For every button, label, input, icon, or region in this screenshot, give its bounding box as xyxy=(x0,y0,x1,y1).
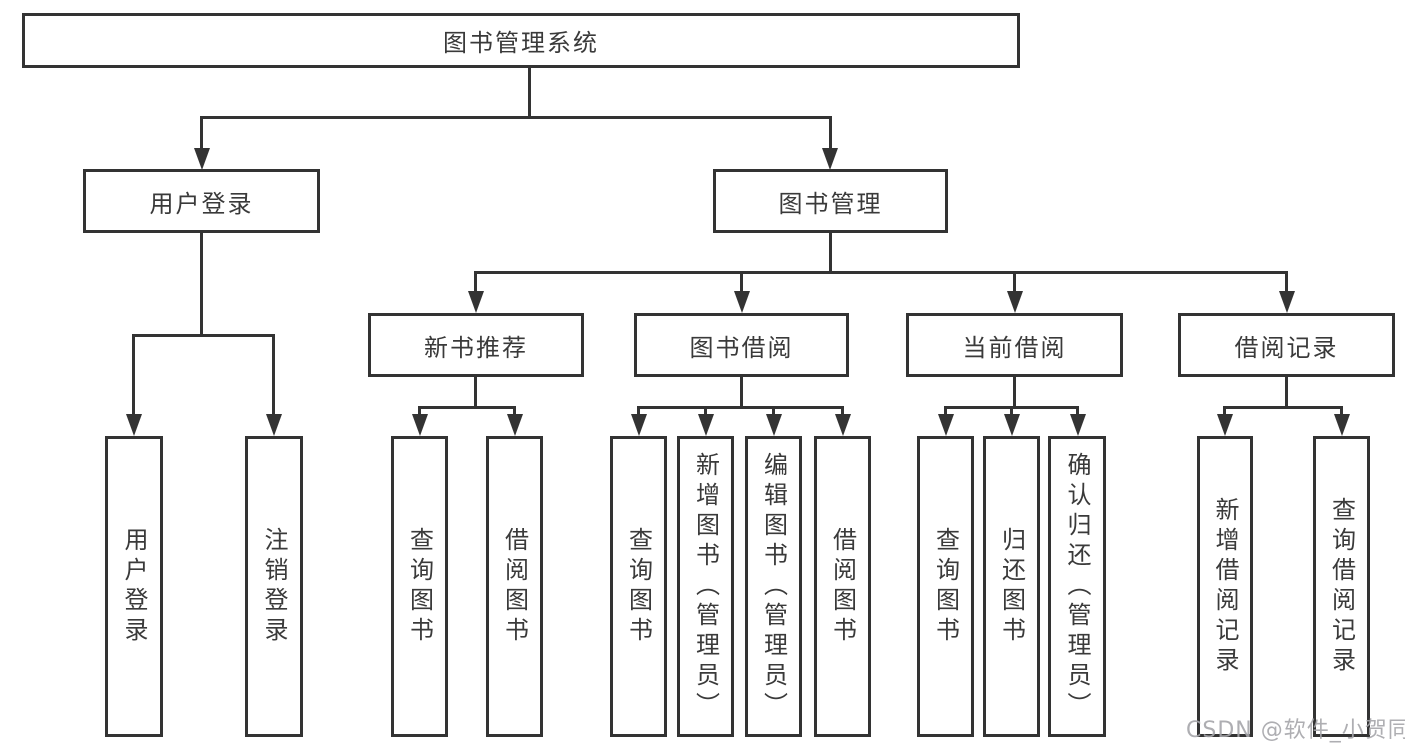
edge-root-branch-bar xyxy=(200,116,832,119)
edge-root-to-user-login-stub xyxy=(200,116,203,150)
node-root-library-system: 图书管理系统 xyxy=(22,13,1020,68)
arrowhead-current-borrow-leaf2 xyxy=(1004,414,1020,436)
edge-current-borrow-stem xyxy=(1013,375,1016,408)
arrowhead-to-leaf-logout xyxy=(266,414,282,436)
edge-book-borrow-leaf4-stub xyxy=(841,406,844,416)
arrowhead-book-borrow-leaf2 xyxy=(698,414,714,436)
edge-current-borrow-leaf1-stub xyxy=(944,406,947,416)
edge-user-login-stem xyxy=(200,231,203,336)
edge-new-rec-leaf2-stub xyxy=(513,406,516,416)
edge-book-borrow-branch-bar xyxy=(637,406,844,409)
csdn-watermark: CSDN @软件_小贺同学 xyxy=(1186,718,1405,743)
leaf-book-borrow-edit-books-admin: 编辑图书（管理员） xyxy=(745,436,802,737)
arrowhead-to-borrow-records xyxy=(1279,291,1295,313)
node-book-management: 图书管理 xyxy=(713,169,948,233)
edge-to-leaf-logout-stub xyxy=(272,334,275,416)
arrowhead-to-book-management xyxy=(822,148,838,170)
edge-borrow-records-branch-bar xyxy=(1223,406,1342,409)
leaf-current-borrow-query-books: 查询图书 xyxy=(917,436,974,737)
leaf-current-borrow-return-books: 归还图书 xyxy=(983,436,1040,737)
edge-book-management-stem xyxy=(829,231,832,273)
leaf-new-rec-query-books: 查询图书 xyxy=(391,436,448,737)
edge-new-rec-leaf1-stub xyxy=(418,406,421,416)
edge-to-current-borrow-stub xyxy=(1013,271,1016,295)
edge-book-management-branch-bar xyxy=(474,271,1288,274)
edge-to-leaf-user-login-stub xyxy=(132,334,135,416)
leaf-records-add-borrow-record: 新增借阅记录 xyxy=(1197,436,1253,737)
leaf-book-borrow-add-books-admin: 新增图书（管理员） xyxy=(677,436,734,737)
edge-book-borrow-leaf3-stub xyxy=(772,406,775,416)
leaf-records-query-borrow-record: 查询借阅记录 xyxy=(1313,436,1370,737)
edge-root-to-book-management-stub xyxy=(829,116,832,150)
node-new-book-recommendation: 新书推荐 xyxy=(368,313,584,377)
edge-to-new-rec-stub xyxy=(474,271,477,295)
arrowhead-to-new-rec xyxy=(468,291,484,313)
edge-to-book-borrow-stub xyxy=(740,271,743,295)
leaf-book-borrow-borrow-books: 借阅图书 xyxy=(814,436,871,737)
arrowhead-to-leaf-user-login xyxy=(126,414,142,436)
edge-borrow-records-leaf1-stub xyxy=(1223,406,1226,416)
arrowhead-to-book-borrow xyxy=(734,291,750,313)
edge-book-borrow-leaf2-stub xyxy=(704,406,707,416)
node-borrowing-records: 借阅记录 xyxy=(1178,313,1395,377)
edge-root-stem xyxy=(528,66,531,118)
arrowhead-borrow-records-leaf1 xyxy=(1217,414,1233,436)
leaf-logout: 注销登录 xyxy=(245,436,303,737)
edge-borrow-records-stem xyxy=(1285,375,1288,408)
leaf-user-login: 用户登录 xyxy=(105,436,163,737)
edge-book-borrow-leaf1-stub xyxy=(637,406,640,416)
arrowhead-to-current-borrow xyxy=(1007,291,1023,313)
arrowhead-current-borrow-leaf3 xyxy=(1070,414,1086,436)
arrowhead-book-borrow-leaf3 xyxy=(766,414,782,436)
node-book-borrowing: 图书借阅 xyxy=(634,313,849,377)
arrowhead-new-rec-leaf2 xyxy=(507,414,523,436)
edge-new-rec-stem xyxy=(474,375,477,408)
leaf-book-borrow-query-books: 查询图书 xyxy=(610,436,667,737)
edge-new-rec-branch-bar xyxy=(418,406,516,409)
edge-user-login-branch-bar xyxy=(132,334,275,337)
node-current-borrowing: 当前借阅 xyxy=(906,313,1123,377)
arrowhead-book-borrow-leaf4 xyxy=(835,414,851,436)
edge-to-borrow-records-stub xyxy=(1285,271,1288,295)
edge-borrow-records-leaf2-stub xyxy=(1340,406,1343,416)
leaf-new-rec-borrow-books: 借阅图书 xyxy=(486,436,543,737)
node-user-login: 用户登录 xyxy=(83,169,320,233)
arrowhead-borrow-records-leaf2 xyxy=(1334,414,1350,436)
edge-current-borrow-leaf2-stub xyxy=(1010,406,1013,416)
leaf-current-borrow-confirm-return-admin: 确认归还（管理员） xyxy=(1048,436,1106,737)
edge-book-borrow-stem xyxy=(740,375,743,408)
arrowhead-book-borrow-leaf1 xyxy=(631,414,647,436)
edge-current-borrow-leaf3-stub xyxy=(1076,406,1079,416)
arrowhead-new-rec-leaf1 xyxy=(412,414,428,436)
arrowhead-to-user-login xyxy=(194,148,210,170)
arrowhead-current-borrow-leaf1 xyxy=(938,414,954,436)
